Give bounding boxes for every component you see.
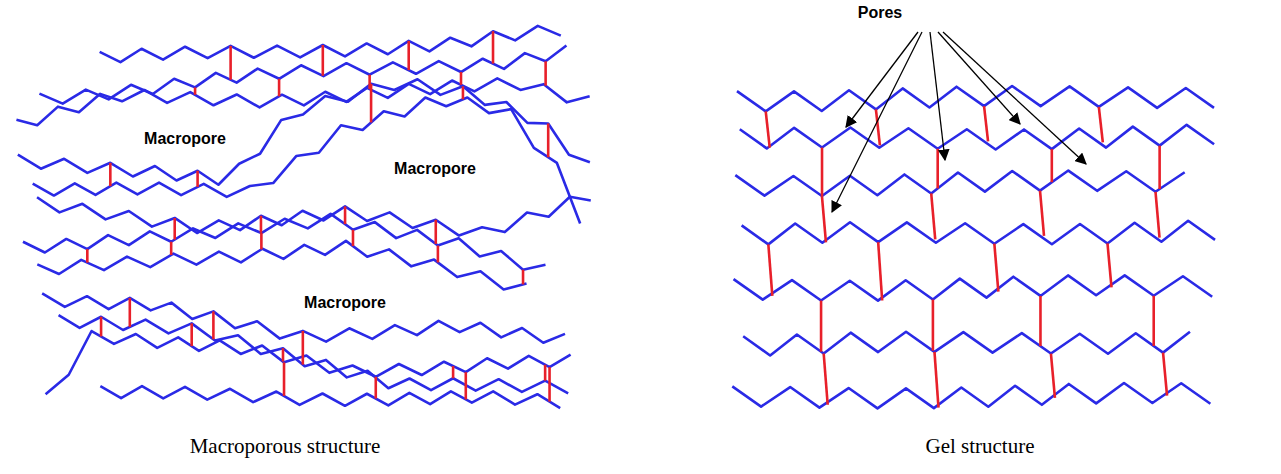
polymer-chain (33, 98, 580, 224)
crosslink (170, 242, 173, 255)
crosslink (1039, 296, 1042, 346)
crosslink (370, 84, 373, 123)
polymer-chain (100, 386, 560, 408)
crosslink (322, 45, 325, 76)
crosslink (936, 149, 939, 189)
polymer-chain (46, 331, 571, 394)
polymer-chain (742, 221, 1215, 245)
crosslink (344, 206, 347, 224)
crosslink (173, 218, 176, 240)
crosslink (1158, 146, 1161, 189)
crosslink (100, 317, 103, 337)
crosslink (229, 46, 232, 80)
crosslink (821, 148, 824, 196)
crosslink (548, 367, 551, 401)
pore-label: Macropore (301, 294, 389, 312)
crosslink (984, 106, 988, 141)
crosslink (822, 196, 826, 242)
crosslink (462, 86, 465, 99)
crosslink (86, 249, 89, 263)
crosslink (1051, 354, 1055, 398)
sub-caption: Macroporous structure (190, 434, 381, 459)
crosslink (1051, 149, 1054, 182)
crosslink (492, 31, 495, 63)
crosslink (212, 311, 215, 339)
polymer-chain (37, 197, 591, 236)
crosslink (768, 244, 772, 296)
crosslink (302, 331, 305, 365)
crosslink (1107, 243, 1111, 287)
pore-label: Macropore (141, 130, 229, 148)
crosslink (994, 244, 998, 292)
polymer-chain (39, 45, 566, 103)
crosslink (434, 220, 437, 244)
crosslink (352, 230, 355, 246)
polymer-chain (740, 125, 1214, 150)
crosslink (196, 171, 199, 187)
crosslink (283, 362, 286, 396)
crosslink (824, 353, 828, 404)
crosslink (437, 246, 440, 263)
crosslink (464, 372, 467, 399)
crosslink (932, 300, 935, 351)
crosslink (544, 61, 547, 85)
leader-arrow (938, 32, 1020, 124)
crosslink (374, 377, 377, 399)
polymer-chain (737, 86, 1214, 111)
crosslink (260, 233, 263, 249)
crosslink (934, 352, 938, 408)
polymer-chain (23, 214, 546, 270)
crosslink (129, 298, 132, 327)
leader-arrow (943, 32, 1086, 164)
crosslink (878, 242, 882, 300)
crosslink (1040, 191, 1044, 236)
crosslink (547, 123, 550, 157)
crosslink (282, 348, 285, 361)
crosslink (109, 163, 112, 186)
crosslink (1099, 107, 1103, 143)
crosslink (1152, 296, 1155, 346)
polymer-chain (732, 383, 1210, 408)
polymer-chain (18, 79, 590, 185)
polymer-chain (743, 332, 1190, 356)
crosslink (522, 270, 525, 285)
crosslink (544, 365, 547, 381)
sub-caption: Gel structure (925, 434, 1034, 459)
crosslink (190, 323, 193, 346)
crosslink (407, 41, 410, 70)
crosslink (452, 366, 455, 378)
pore-label: Macropore (391, 160, 479, 178)
crosslink (1163, 353, 1167, 396)
crosslink (931, 193, 935, 239)
polymer-chain (37, 241, 526, 290)
crosslink (260, 216, 263, 233)
polymer-chain (735, 171, 1184, 196)
leader-arrow (930, 32, 945, 160)
leader-arrow (832, 32, 922, 212)
crosslink (1156, 192, 1160, 238)
polymer-chain (734, 275, 1213, 300)
crosslink (194, 87, 197, 94)
crosslink (766, 111, 770, 147)
pores-label: Pores (855, 4, 905, 22)
crosslink (876, 109, 880, 145)
polymer-chain (59, 315, 569, 393)
crosslink (278, 79, 281, 97)
crosslink (460, 72, 463, 85)
polymer-chain (100, 26, 561, 62)
crosslink (820, 301, 823, 352)
